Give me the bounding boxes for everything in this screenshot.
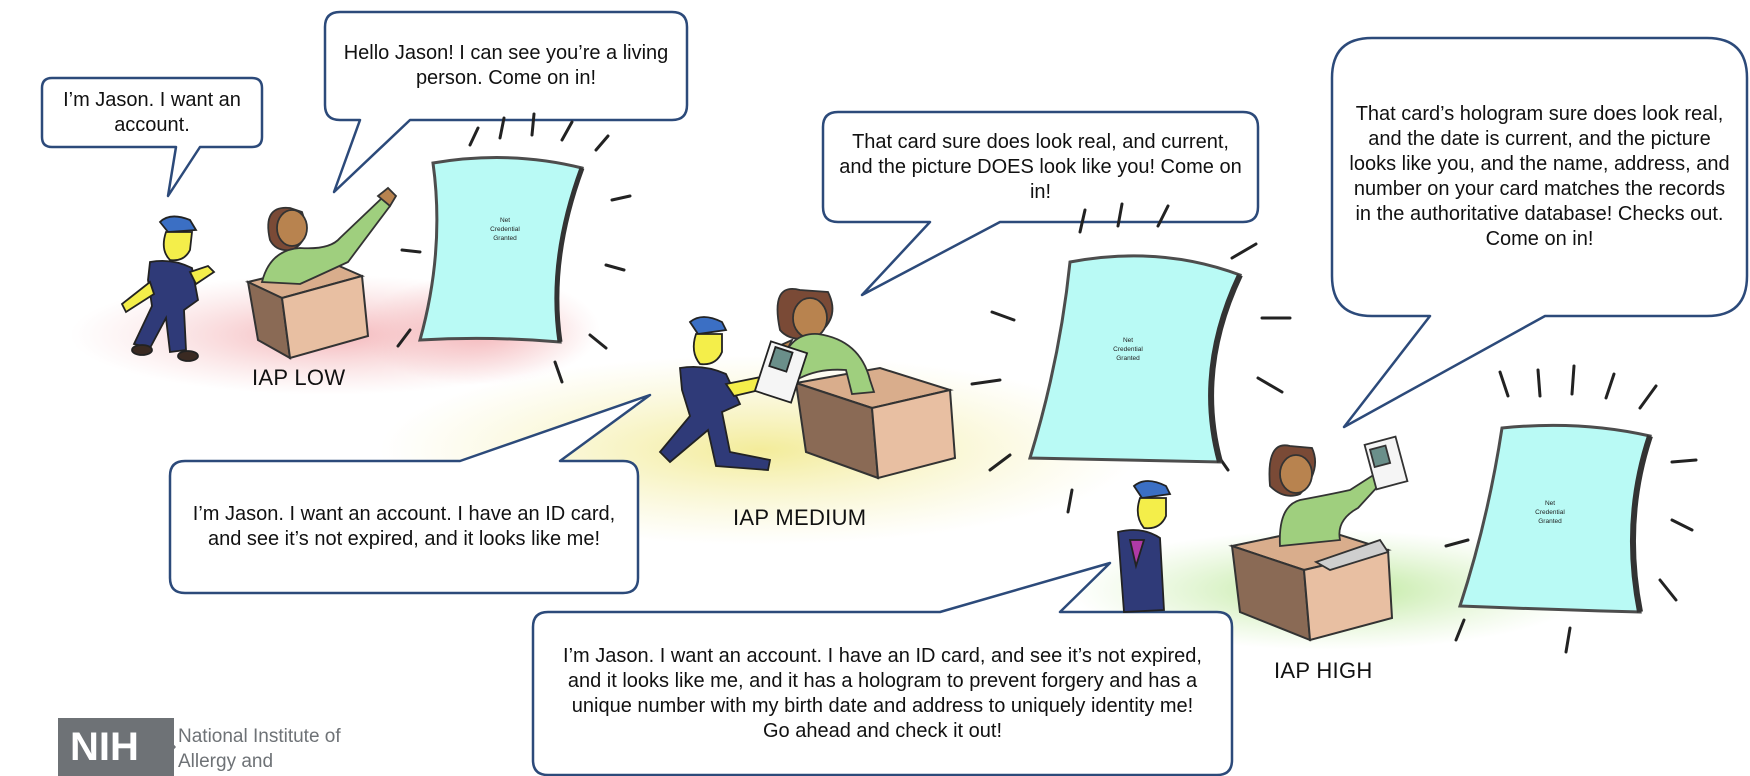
- card-high-line1: Net: [1545, 500, 1555, 507]
- clerk-low: [260, 186, 398, 285]
- level-label-low: IAP LOW: [252, 365, 346, 390]
- level-label-medium: IAP MEDIUM: [733, 505, 867, 530]
- bubble-low-clerk-shape: [323, 10, 689, 194]
- card-medium-line3: Granted: [1116, 355, 1140, 362]
- nih-logo-notch: [150, 718, 176, 776]
- clerk-high: [1268, 435, 1409, 571]
- card-low-line3: Granted: [493, 235, 517, 242]
- credential-card-medium: Net Credential Granted: [970, 202, 1292, 514]
- bubble-medium-jason-shape: [168, 393, 652, 595]
- jason-high: [1117, 480, 1172, 613]
- speech-bubble-shapes: [40, 10, 1749, 776]
- nih-logo-text: National Institute of Allergy and: [178, 726, 341, 772]
- card-high-line2: Credential: [1535, 509, 1565, 516]
- bubble-medium-clerk-shape: [821, 110, 1260, 297]
- card-high-line3: Granted: [1538, 518, 1562, 525]
- bubble-high-clerk-shape: [1330, 36, 1749, 429]
- bubble-low-jason: I’m Jason. I want an account.: [63, 89, 241, 136]
- credential-card-high: Net Credential Granted: [1444, 364, 1698, 654]
- level-label-high: IAP HIGH: [1274, 658, 1373, 683]
- bubble-low-clerk: Hello Jason! I can see you’re a living p…: [343, 42, 669, 89]
- bubble-medium-jason: I’m Jason. I want an account. I have an …: [192, 503, 616, 550]
- clerk-medium: [768, 288, 876, 395]
- bubble-medium-clerk: That card sure does look real, and curre…: [839, 130, 1242, 203]
- desk-low: [245, 260, 370, 360]
- jason-medium: [658, 316, 809, 471]
- card-medium-line1: Net: [1123, 337, 1133, 344]
- bubble-high-jason: I’m Jason. I want an account. I have an …: [563, 645, 1202, 742]
- card-low-line2: Credential: [490, 226, 520, 233]
- bubble-high-jason-shape: [531, 561, 1234, 776]
- jason-low: [120, 215, 216, 362]
- bubble-high-clerk: That card’s hologram sure does look real…: [1349, 103, 1730, 250]
- bubble-low-jason-shape: [40, 76, 264, 198]
- desk-medium: [794, 366, 957, 480]
- credential-card-low: Net Credential Granted: [396, 112, 632, 384]
- card-medium-line2: Credential: [1113, 346, 1143, 353]
- card-low-line1: Net: [500, 217, 510, 224]
